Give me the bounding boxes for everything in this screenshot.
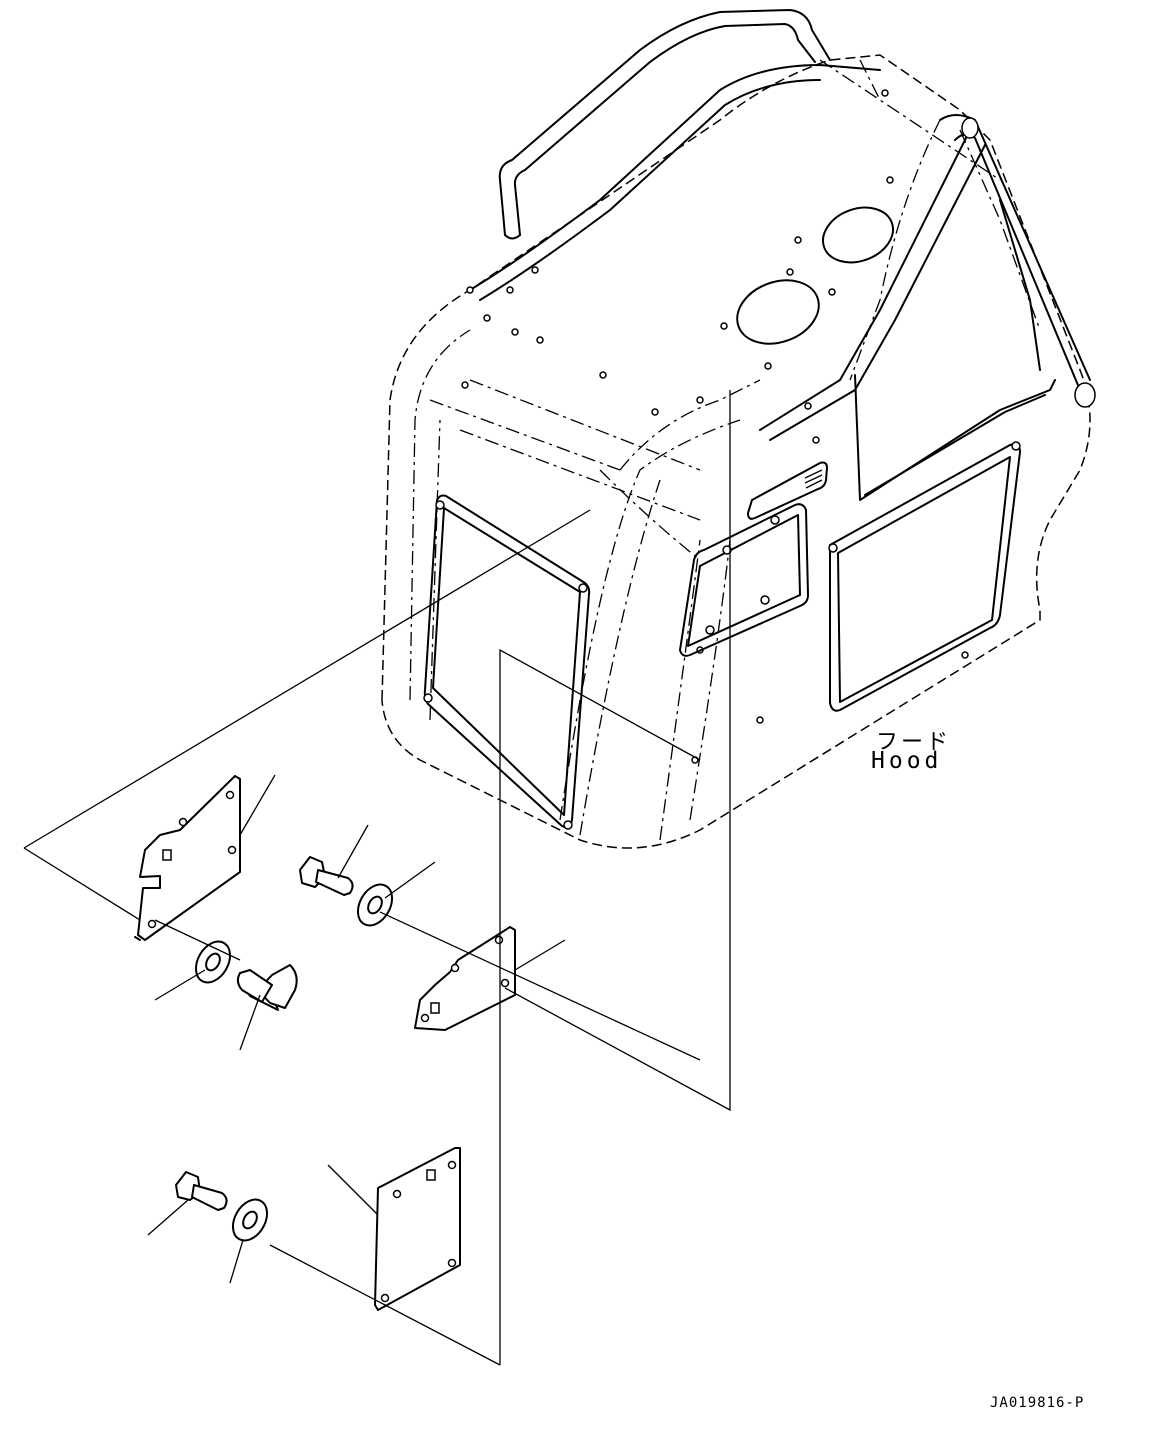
grille-slot bbox=[747, 461, 828, 520]
front-opening bbox=[423, 494, 591, 829]
hood-outline bbox=[381, 54, 1091, 849]
hood-label-japanese: フード bbox=[876, 730, 952, 755]
assembly-lines bbox=[23, 390, 731, 1366]
bolt-3 bbox=[175, 1171, 228, 1211]
grab-rail bbox=[498, 9, 831, 236]
access-cover bbox=[679, 503, 809, 657]
washer-3 bbox=[231, 1198, 269, 1242]
hood-holes bbox=[461, 89, 969, 764]
washer-2 bbox=[356, 883, 394, 927]
cover-plate-1 bbox=[134, 775, 241, 941]
cover-plate-2 bbox=[414, 926, 516, 1031]
bolt-1 bbox=[236, 964, 298, 1011]
cover-plate-3 bbox=[374, 1147, 461, 1311]
drawing-number: JA019816-P bbox=[990, 1395, 1085, 1411]
hood-assembly bbox=[381, 9, 1096, 849]
bolt-2 bbox=[299, 856, 354, 896]
washer-1 bbox=[194, 940, 232, 984]
hood-label-english: Hood bbox=[871, 748, 943, 774]
